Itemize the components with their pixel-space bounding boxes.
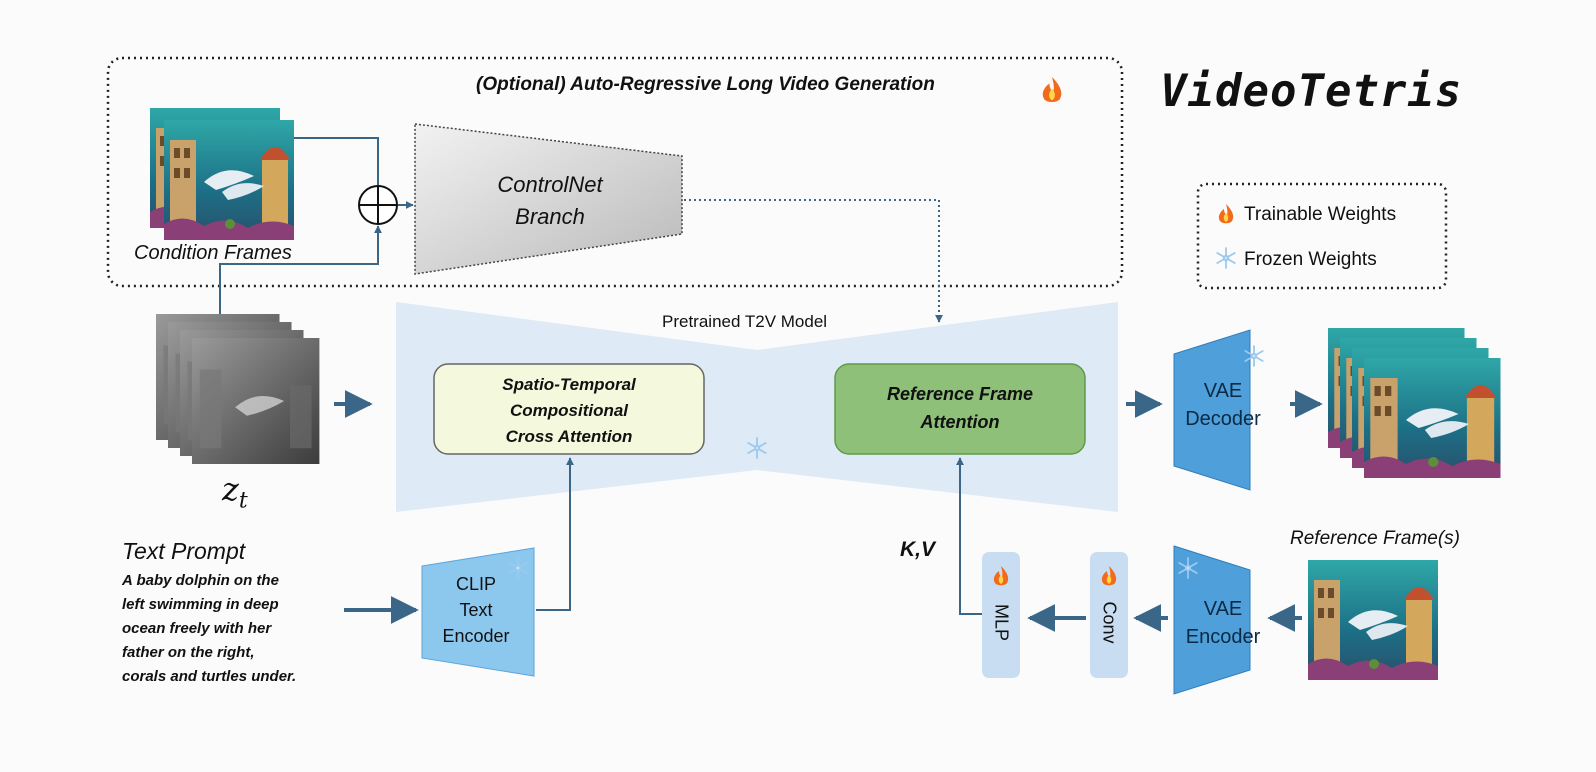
output-video-frames (1328, 328, 1501, 478)
legend-fire-icon (1218, 204, 1234, 224)
mlp-block (982, 552, 1020, 678)
condition-frames-label: Condition Frames (134, 242, 292, 264)
text-prompt-line: corals and turtles under. (122, 668, 297, 685)
reference-frames-label: Reference Frame(s) (1290, 528, 1460, 549)
st-attention-line2: Compositional (509, 401, 629, 420)
ref-attention-box (834, 363, 1086, 455)
vae-encoder-line2: Encoder (1185, 626, 1261, 648)
text-prompt-line: ocean freely with her (122, 620, 272, 637)
ref-attention-line2: Attention (920, 412, 1000, 432)
vae-decoder-line1: VAE (1203, 380, 1243, 402)
clip-line3: Encoder (442, 626, 510, 646)
text-prompt-line: A baby dolphin on the (122, 572, 279, 589)
legend-box (1196, 182, 1448, 290)
t2v-model-label: Pretrained T2V Model (662, 312, 828, 331)
diagram-title: VideoTetris (1160, 66, 1463, 117)
connector-lines (219, 137, 982, 615)
text-prompt-heading: Text Prompt (122, 538, 246, 564)
thick-arrows (334, 390, 1323, 632)
optional-section-label: (Optional) Auto-Regressive Long Video Ge… (476, 74, 935, 95)
conv-label: Conv (1099, 601, 1120, 644)
t2v-model-bowtie (396, 302, 1118, 512)
vae-encoder-shape (1173, 545, 1251, 695)
latent-noise-stack (156, 314, 320, 464)
clip-line1: CLIP (455, 574, 497, 594)
st-attention-line1: Spatio-Temporal (502, 375, 636, 394)
st-attention-box (433, 363, 705, 455)
kv-label: K,V (900, 538, 936, 561)
ref-attention-line1: Reference Frame (886, 384, 1034, 404)
mlp-label: MLP (991, 603, 1012, 641)
clip-line2: Text (459, 600, 493, 620)
controlnet-branch-shape (414, 123, 683, 275)
text-prompt-line: left swimming in deep (122, 596, 279, 613)
st-attention-line3: Cross Attention (505, 427, 633, 446)
legend-frozen-label: Frozen Weights (1244, 249, 1377, 270)
optional-section-box (106, 56, 1124, 288)
optional-fire-icon (1042, 77, 1062, 103)
vae-decoder-shape (1173, 329, 1251, 491)
legend-trainable-label: Trainable Weights (1244, 204, 1397, 225)
condition-frames-image (150, 108, 294, 240)
controlnet-label-1: ControlNet (497, 172, 603, 197)
latent-label: zt (222, 470, 248, 513)
latent-label-sub: t (238, 488, 248, 514)
reference-frame-image (1308, 560, 1438, 680)
controlnet-label-2: Branch (515, 204, 585, 229)
latent-label-main: z (222, 470, 239, 508)
conv-block (1090, 552, 1128, 678)
text-prompt-line: father on the right, (122, 644, 255, 661)
legend-snowflake-icon (1216, 247, 1236, 269)
sum-operator-icon (358, 185, 398, 225)
clip-encoder-shape (421, 547, 535, 677)
vae-decoder-line2: Decoder (1185, 408, 1261, 430)
vae-encoder-line1: VAE (1203, 598, 1243, 620)
